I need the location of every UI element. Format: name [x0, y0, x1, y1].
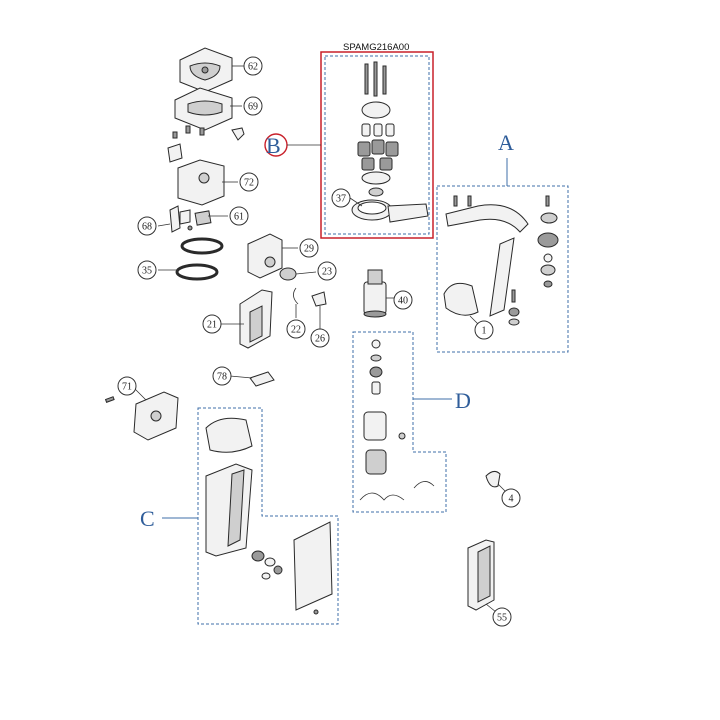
callout-23: 23: [317, 261, 337, 281]
callout-circle: [317, 261, 337, 281]
callout-circle: [501, 488, 521, 508]
callout-40: 40: [393, 290, 413, 310]
callout-number: 61: [234, 212, 244, 223]
group-b-label: B: [266, 133, 281, 158]
callout-circle: [286, 319, 306, 339]
group-a-frame: [436, 185, 569, 353]
callout-number: 26: [315, 334, 325, 345]
callout-number: 1: [482, 326, 487, 337]
callout-number: 78: [217, 372, 227, 383]
callout-number: 55: [497, 613, 507, 624]
callout-37: 37: [331, 188, 351, 208]
group-a: A: [436, 130, 569, 353]
part-35: [175, 263, 219, 281]
callout-35: 35: [137, 260, 157, 280]
group-d-label: D: [455, 388, 471, 413]
callout-circle: [137, 260, 157, 280]
callout-circle: [243, 96, 263, 116]
group-d-frame: [352, 331, 447, 513]
part-69: [174, 87, 233, 131]
callout-circle: [229, 206, 249, 226]
callout-circle: [299, 238, 319, 258]
callout-4: 4: [501, 488, 521, 508]
bracket-small: [167, 143, 183, 163]
part-29: [247, 233, 283, 279]
callout-number: 21: [207, 320, 217, 331]
callout-circle: [331, 188, 351, 208]
group-a-label: A: [498, 130, 514, 155]
part-37: [351, 199, 429, 223]
group-c-label: C: [140, 506, 155, 531]
callout-55: 55: [492, 607, 512, 627]
callout-number: 69: [248, 102, 258, 113]
part-62: [179, 47, 233, 93]
callout-number: 22: [291, 325, 301, 336]
callout-22: 22: [286, 319, 306, 339]
part-72: [177, 159, 225, 206]
callout-69: 69: [243, 96, 263, 116]
callout-1: 1: [474, 320, 494, 340]
callout-26: 26: [310, 328, 330, 348]
callout-78: 78: [212, 366, 232, 386]
callout-number: 23: [322, 267, 332, 278]
group-c: C: [140, 407, 339, 625]
group-c-frame: [197, 407, 339, 625]
callout-circle: [492, 607, 512, 627]
callout-number: 35: [142, 266, 152, 277]
part-22: [293, 287, 299, 305]
screw-set-upper: [172, 125, 245, 141]
group-b: SPAMG216A00: [320, 42, 434, 239]
part-55: [467, 539, 495, 611]
part-26: [311, 291, 327, 307]
callout-29: 29: [299, 238, 319, 258]
callout-circle: [137, 216, 157, 236]
part-40: [363, 269, 387, 318]
callout-circle: [243, 56, 263, 76]
callout-number: 4: [509, 494, 514, 505]
callout-number: 40: [398, 296, 408, 307]
kit-code-label: SPAMG216A00: [343, 42, 409, 53]
part-23: [279, 267, 297, 281]
callout-71: 71: [117, 376, 137, 396]
callout-circle: [202, 314, 222, 334]
callout-61: 61: [229, 206, 249, 226]
callout-number: 29: [304, 244, 314, 255]
callout-circle: [212, 366, 232, 386]
callout-number: 62: [248, 62, 258, 73]
part-1: [443, 282, 479, 316]
callout-number: 37: [336, 194, 346, 205]
callout-circle: [310, 328, 330, 348]
part-21: [239, 289, 273, 349]
o-ring-upper: [180, 237, 224, 255]
part-61: [187, 210, 212, 231]
callout-circle: [117, 376, 137, 396]
group-b-marker: B: [264, 133, 321, 158]
callout-62: 62: [243, 56, 263, 76]
callout-68: 68: [137, 216, 157, 236]
callout-circle: [239, 172, 259, 192]
callout-21: 21: [202, 314, 222, 334]
part-4: [485, 470, 501, 488]
callout-circle: [393, 290, 413, 310]
callout-72: 72: [239, 172, 259, 192]
part-68: [169, 205, 191, 233]
callout-circle: [474, 320, 494, 340]
callout-number: 68: [142, 222, 152, 233]
part-71: [104, 391, 179, 441]
callout-number: 71: [122, 382, 132, 393]
callout-layer: 62 69 72 61 68 35 29 23 22 26 21 40 37 1 78 71 4 55: [117, 56, 521, 627]
callout-number: 72: [244, 178, 254, 189]
group-b-inner-frame: [324, 55, 430, 235]
part-78: [249, 371, 275, 387]
group-d: D: [352, 331, 471, 513]
